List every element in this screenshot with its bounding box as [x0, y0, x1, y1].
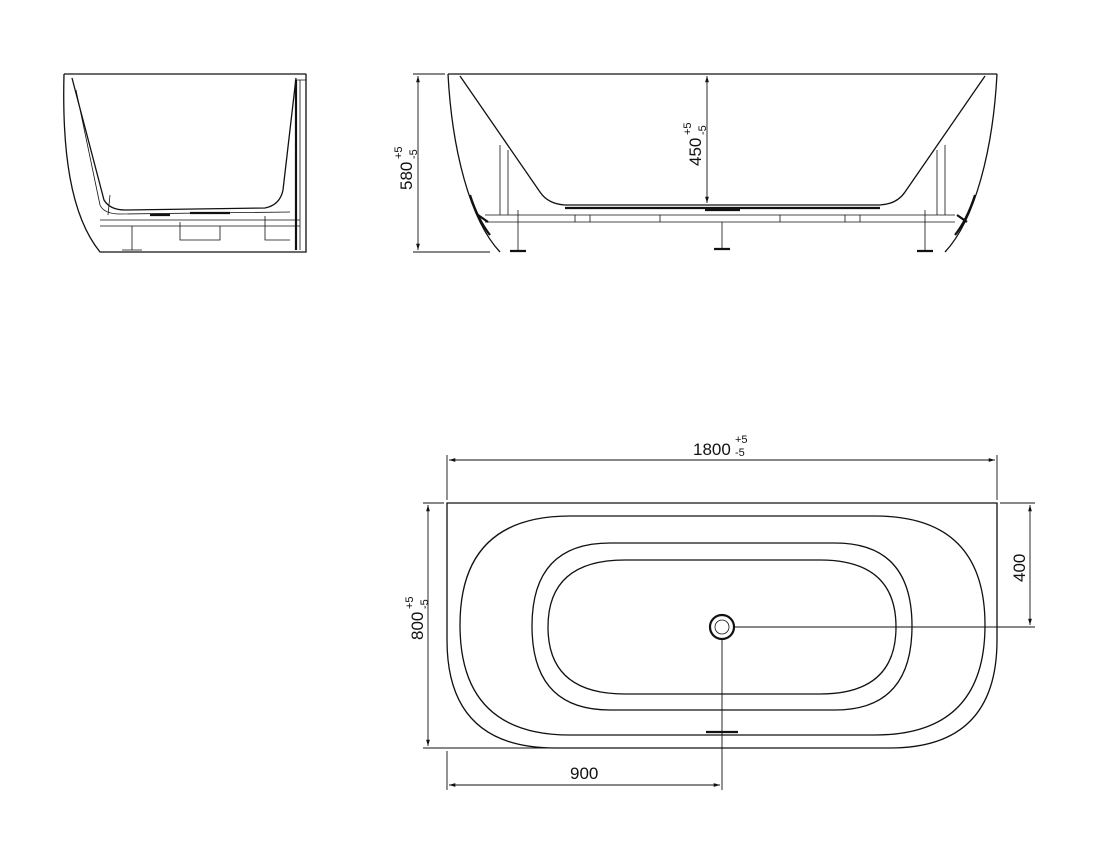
svg-text:-5: -5: [419, 599, 431, 609]
dim-400-label: 400: [1010, 554, 1029, 582]
svg-text:400: 400: [1010, 554, 1029, 582]
svg-text:+5: +5: [393, 146, 405, 159]
svg-text:+5: +5: [682, 122, 694, 135]
top-view: [423, 455, 1035, 790]
svg-text:+5: +5: [404, 596, 416, 609]
svg-text:580: 580: [397, 162, 416, 190]
svg-text:+5: +5: [735, 434, 748, 446]
dim-580-label: 580 +5 -5: [393, 146, 420, 190]
dim-450-label: 450 +5 -5: [682, 122, 709, 166]
svg-text:450: 450: [686, 138, 705, 166]
svg-text:800: 800: [408, 612, 427, 640]
drain-icon: [708, 613, 736, 641]
svg-text:900: 900: [570, 764, 598, 783]
svg-text:-5: -5: [735, 447, 745, 459]
end-view: [63, 73, 307, 253]
svg-text:-5: -5: [697, 125, 709, 135]
svg-text:-5: -5: [408, 149, 420, 159]
side-view: [413, 73, 998, 253]
dim-800-label: 800 +5 -5: [404, 596, 431, 640]
dim-900-label: 900: [570, 764, 598, 783]
svg-text:1800: 1800: [693, 440, 731, 459]
dim-1800-label: 1800 +5 -5: [693, 434, 748, 459]
